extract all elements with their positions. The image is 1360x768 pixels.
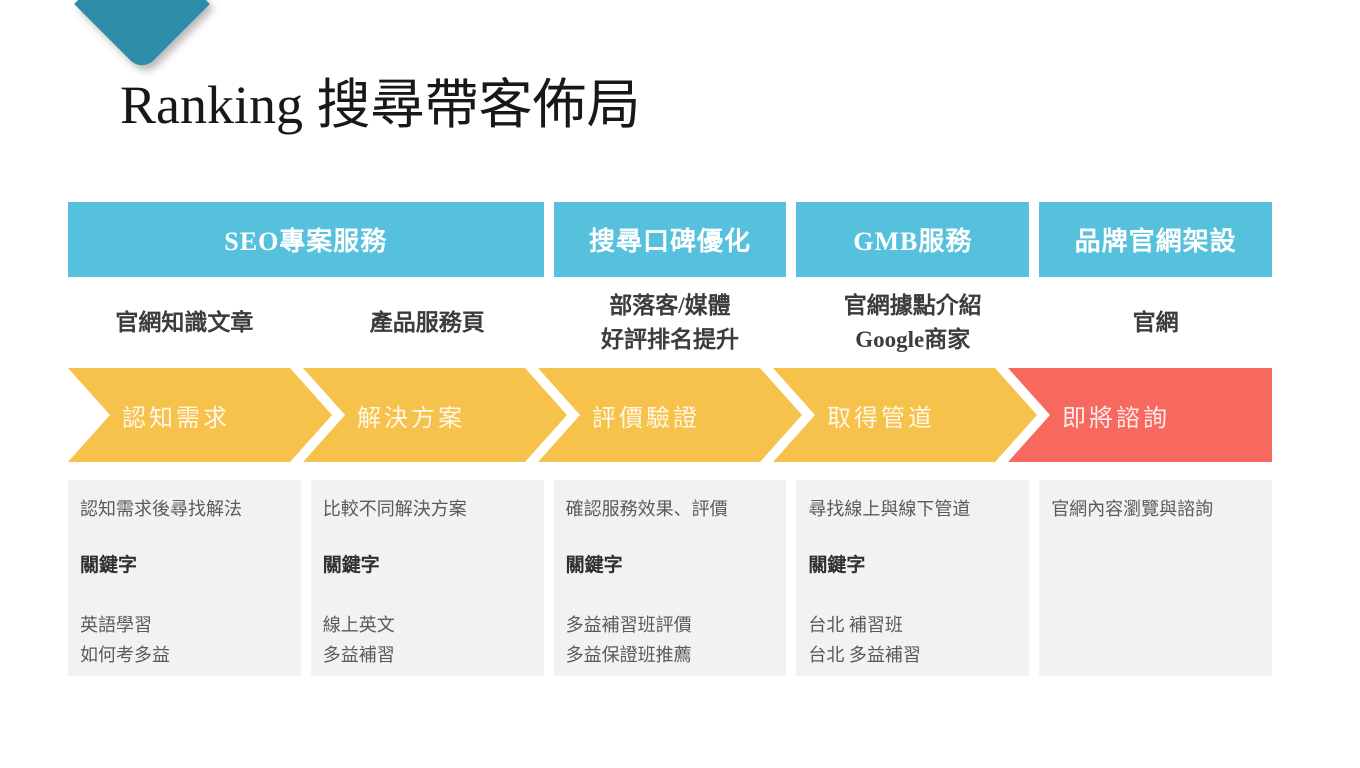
stage-detail-card-4: 尋找線上與線下管道 關鍵字 台北 補習班 台北 多益補習	[796, 480, 1030, 676]
service-item-knowledge-articles: 官網知識文章	[68, 277, 301, 368]
search-journey-diagram: SEO專案服務 搜尋口碑優化 GMB服務 品牌官網架設 官網知識文章 產品服務頁…	[68, 202, 1272, 676]
stage-chevron-awareness: 認知需求	[68, 368, 332, 462]
slide-title: Ranking 搜尋帶客佈局	[120, 75, 641, 135]
stage-chevron-channel: 取得管道	[773, 368, 1037, 462]
keyword-line: 多益保證班推薦	[565, 644, 692, 665]
service-item-line: 官網據點介紹	[843, 293, 982, 319]
stage-description: 尋找線上與線下管道	[808, 499, 971, 519]
service-item-official-site: 官網	[1039, 277, 1272, 368]
journey-stage-band: 認知需求 解決方案 評價驗證 取得管道 即將諮詢	[68, 368, 1272, 462]
service-header-reputation: 搜尋口碑優化	[553, 202, 787, 277]
service-header-seo: SEO專案服務	[68, 202, 544, 277]
stage-chevron-solution: 解決方案	[303, 368, 567, 462]
keyword-line: 多益補習班評價	[565, 614, 692, 635]
stage-description: 確認服務效果、評價	[565, 499, 728, 519]
service-item-google-business: 官網據點介紹 Google商家	[796, 277, 1029, 368]
keyword-heading: 關鍵字	[80, 555, 138, 577]
stage-chevron-inquiry: 即將諮詢	[1008, 368, 1272, 462]
keyword-line: 多益補習	[322, 644, 395, 665]
service-item-line: 好評排名提升	[600, 326, 739, 352]
stage-description: 比較不同解決方案	[322, 499, 467, 519]
stage-detail-card-3: 確認服務效果、評價 關鍵字 多益補習班評價 多益保證班推薦	[553, 480, 787, 676]
service-item-line: 部落客/媒體	[609, 293, 731, 319]
service-header-website: 品牌官網架設	[1039, 202, 1272, 277]
stage-chevron-validation: 評價驗證	[538, 368, 802, 462]
stage-detail-card-1: 認知需求後尋找解法 關鍵字 英語學習 如何考多益	[68, 480, 301, 676]
keyword-heading: 關鍵字	[808, 555, 866, 577]
service-item-product-pages: 產品服務頁	[311, 277, 544, 368]
stage-description: 認知需求後尋找解法	[80, 499, 242, 519]
service-item-line: 官網知識文章	[115, 309, 254, 335]
service-item-line: 官網	[1132, 309, 1179, 335]
keyword-line: 台北 多益補習	[808, 644, 921, 665]
keyword-line: 台北 補習班	[808, 614, 903, 635]
keyword-line: 如何考多益	[80, 644, 170, 665]
service-item-line: 產品服務頁	[369, 309, 485, 335]
stage-detail-card-2: 比較不同解決方案 關鍵字 線上英文 多益補習	[310, 480, 544, 676]
keyword-line: 英語學習	[80, 614, 152, 635]
service-item-line: Google商家	[855, 326, 971, 352]
keyword-heading: 關鍵字	[322, 555, 380, 577]
service-header-gmb: GMB服務	[796, 202, 1030, 277]
keyword-line: 線上英文	[322, 614, 395, 635]
stage-detail-card-5: 官網內容瀏覽與諮詢	[1039, 480, 1272, 676]
stage-description: 官網內容瀏覽與諮詢	[1051, 499, 1214, 519]
teal-diamond-icon	[74, 0, 210, 72]
service-item-blogger-media: 部落客/媒體 好評排名提升	[554, 277, 787, 368]
keyword-heading: 關鍵字	[565, 555, 623, 577]
